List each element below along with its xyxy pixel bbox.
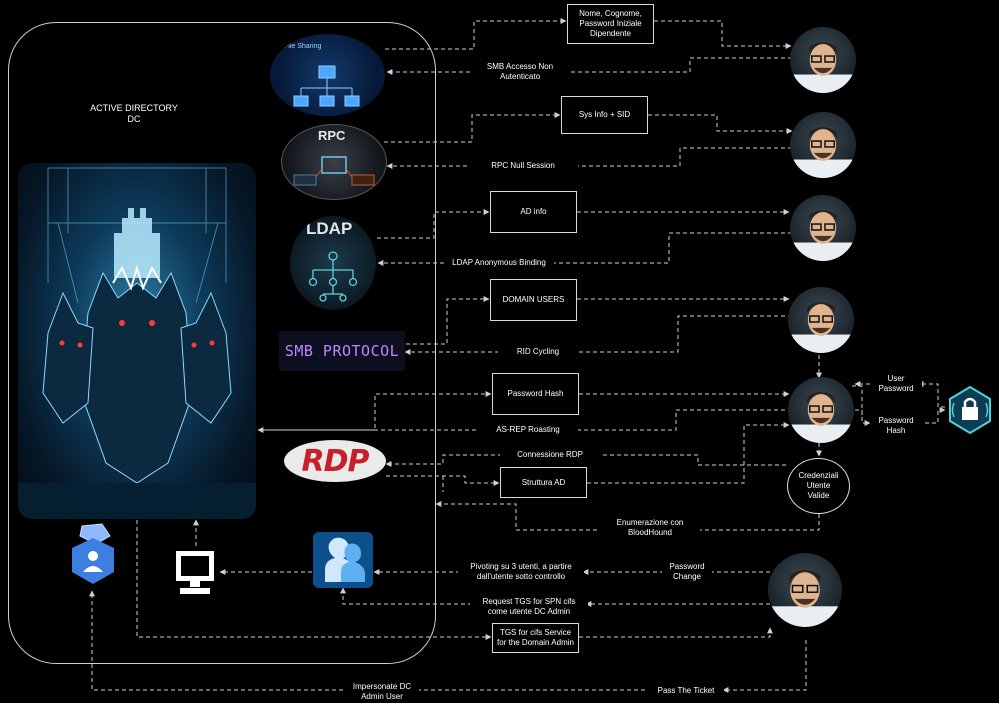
arrow-struttura-to-avatar5 xyxy=(587,422,790,484)
avatar-face xyxy=(788,302,854,353)
box-domain-users: DOMAIN USERS xyxy=(490,279,577,321)
folder-tree-icon xyxy=(293,65,360,107)
label-rpc-null: RPC Null Session xyxy=(468,161,578,171)
arrow-rpc-to-sysinfo xyxy=(384,112,561,143)
credenziali-label: Credenziali Utente Valide xyxy=(798,471,839,500)
ad-user-svg xyxy=(72,523,114,584)
rpc-icon: RPC xyxy=(281,124,387,200)
hacker-avatar-5 xyxy=(788,377,854,443)
box-struttura-ad: Struttura AD xyxy=(500,467,587,498)
avatar-face xyxy=(790,210,856,261)
avatar-face xyxy=(768,570,842,627)
arrow-nome-to-avatar1 xyxy=(654,20,792,49)
credenziali-utente-valide: Credenziali Utente Valide xyxy=(787,458,850,514)
label-password-change: Password Change xyxy=(662,562,712,582)
label-conn-rdp: Connessione RDP xyxy=(500,450,600,460)
shield-lock-svg xyxy=(949,385,991,435)
label-pivoting: Pivoting su 3 utenti, a partire dall'ute… xyxy=(458,562,584,582)
label-smb-accesso: SMB Accesso Non Autenticato xyxy=(470,62,570,82)
hacker-avatar-2 xyxy=(790,112,856,178)
label-impersonate: Impersonate DC Admin User xyxy=(345,682,419,702)
arrow-avatar5-to-dc xyxy=(257,409,792,433)
ldap-label: LDAP xyxy=(306,219,353,238)
arrow-dc-to-passwordhash xyxy=(258,391,492,431)
monitor-icon xyxy=(174,548,218,596)
cerberus-castle-illustration xyxy=(18,163,256,519)
arrow-dc-to-tgs xyxy=(136,520,492,640)
arrow-avatar1-to-fs xyxy=(386,57,792,75)
box-tgs: TGS for cifs Service for the Domain Admi… xyxy=(492,623,579,653)
label-request-tgs: Request TGS for SPN cifs come utente DC … xyxy=(470,597,588,617)
arrow-ldap-to-adinfo xyxy=(377,209,490,239)
rpc-folder-icon xyxy=(293,156,375,186)
label-ldap-anon: LDAP Anonymous Binding xyxy=(444,258,554,268)
dc-title: ACTIVE DIRECTORY DC xyxy=(90,103,178,124)
box-password-hash: Password Hash xyxy=(492,373,579,415)
users-group-icon xyxy=(311,530,375,590)
box-nome-cognome: Nome, Cognome, Password Iniziale Dipende… xyxy=(567,4,654,44)
arrow-request-to-users xyxy=(340,587,472,605)
label-rid-cycling: RID Cycling xyxy=(498,347,578,357)
arrow-avatar5-to-pwdhash xyxy=(855,409,871,426)
hacker-avatar-1 xyxy=(790,27,856,93)
arrow-tgs-to-avatar6 xyxy=(579,627,773,638)
smb-protocol-icon: SMB PROTOCOL xyxy=(279,331,405,371)
dc-frame xyxy=(8,22,436,664)
active-directory-user-icon xyxy=(66,522,120,586)
avatar-face xyxy=(790,127,856,178)
rdp-label: RDP xyxy=(301,443,370,479)
label-pass-the-ticket: Pass The Ticket xyxy=(648,686,724,696)
hacker-avatar-3 xyxy=(790,195,856,261)
ldap-icon: LDAP xyxy=(290,216,376,310)
smb-protocol-label: SMB PROTOCOL xyxy=(284,342,400,360)
hacker-avatar-6 xyxy=(768,553,842,627)
arrow-avatar2-to-rpc xyxy=(386,147,792,169)
label-password-hash-side: Password Hash xyxy=(870,416,922,436)
box-sys-info: Sys Info + SID xyxy=(561,96,648,134)
file-sharing-label: File Sharing xyxy=(284,43,322,50)
file-sharing-icon: File Sharing xyxy=(270,34,385,116)
label-user-password: User Password xyxy=(870,374,922,394)
label-enum-bloodhound: Enumerazione con BloodHound xyxy=(600,518,700,538)
hero-art xyxy=(18,167,256,519)
shield-lock-icon xyxy=(946,385,994,435)
arrow-pwdhash-to-lock xyxy=(918,407,946,424)
monitor-svg xyxy=(176,551,214,594)
rdp-icon: RDP xyxy=(284,440,386,482)
arrow-avatar3-to-ldap xyxy=(377,232,792,266)
label-asrep: AS-REP Roasting xyxy=(478,425,578,435)
arrow-lock-to-userpassword xyxy=(917,381,945,408)
rpc-label: RPC xyxy=(318,128,346,143)
arrow-cred-to-dc xyxy=(435,501,820,531)
arrow-avatar6-to-ptt xyxy=(722,640,807,693)
ldap-tree-icon xyxy=(308,251,358,302)
hacker-avatar-4 xyxy=(788,287,854,353)
arrow-impersonate-to-aduser xyxy=(89,590,350,691)
arrow-smb-to-domainusers xyxy=(406,296,490,345)
arrow-avatar4-to-smb xyxy=(404,315,792,355)
avatar-face xyxy=(790,42,856,93)
box-ad-info: AD info xyxy=(490,191,577,233)
users-svg xyxy=(313,532,373,588)
avatar-face xyxy=(788,392,854,443)
arrow-sysinfo-to-avatar2 xyxy=(648,114,793,134)
